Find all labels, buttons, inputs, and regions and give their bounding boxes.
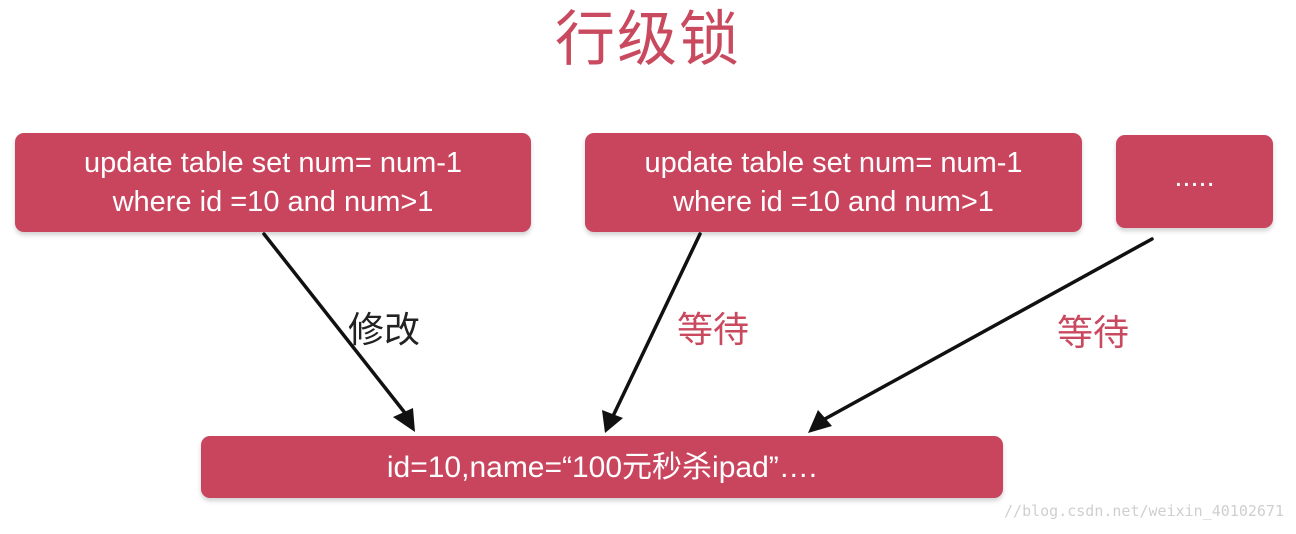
transaction-2-line-2: where id =10 and num>1 [673, 185, 994, 218]
arrow-wait-2 [808, 237, 1154, 433]
transaction-1-line-1: update table set num= num-1 [83, 146, 463, 179]
edge-label-wait-2: 等待 [1057, 313, 1130, 354]
transaction-box-more: ..... [1116, 135, 1273, 228]
transaction-3-ellipsis: ..... [1174, 161, 1215, 193]
arrow-modify [262, 232, 415, 432]
arrow-wait-1 [602, 232, 702, 433]
locked-row-text: id=10,name=“100元秒杀ipad”…. [386, 450, 818, 484]
transaction-box-1: update table set num= num-1 where id =10… [15, 133, 531, 232]
diagram-title: 行级锁 [555, 5, 741, 75]
edge-label-modify: 修改 [348, 310, 421, 351]
transaction-1-line-2: where id =10 and num>1 [112, 185, 434, 218]
transaction-box-2: update table set num= num-1 where id =10… [585, 133, 1082, 232]
edge-label-wait-1: 等待 [677, 310, 750, 351]
watermark: //blog.csdn.net/weixin_40102671 [1004, 502, 1284, 520]
transaction-2-line-1: update table set num= num-1 [644, 146, 1023, 179]
locked-row-box: id=10,name=“100元秒杀ipad”…. [201, 436, 1003, 498]
